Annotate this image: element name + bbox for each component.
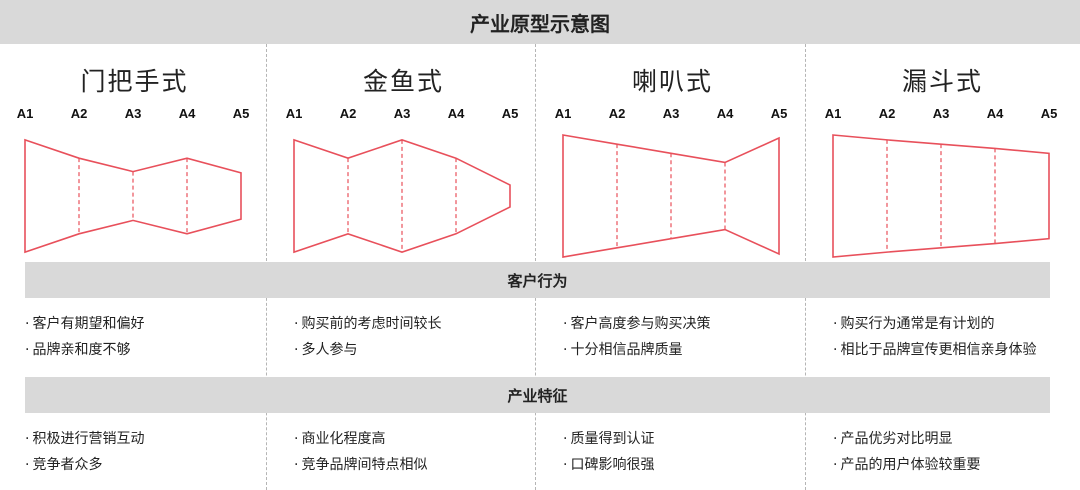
- industry-item: ·商业化程度高: [294, 431, 386, 447]
- column-goldfish: 金鱼式 A1 A2 A3 A4 A5: [269, 44, 538, 490]
- column-funnel: 漏斗式 A1 A2 A3 A4 A5: [808, 44, 1077, 490]
- shape-outline: [24, 138, 242, 254]
- behavior-item: ·多人参与: [294, 342, 358, 358]
- position-label: A3: [663, 106, 680, 121]
- prototype-name: 喇叭式: [631, 67, 713, 96]
- position-label: A3: [125, 106, 142, 121]
- position-label: A4: [717, 106, 734, 121]
- behavior-item: ·相比于品牌宣传更相信亲身体验: [833, 342, 1037, 358]
- behavior-item: ·购买行为通常是有计划的: [833, 316, 995, 332]
- shape-outline: [293, 138, 511, 254]
- industry-item: ·产品优劣对比明显: [833, 431, 953, 447]
- position-label: A1: [17, 106, 34, 121]
- position-label: A2: [340, 106, 357, 121]
- behavior-item: ·十分相信品牌质量: [563, 342, 683, 358]
- behavior-item: ·品牌亲和度不够: [25, 342, 131, 358]
- position-label: A2: [71, 106, 88, 121]
- position-label: A5: [1041, 106, 1058, 121]
- behavior-item: ·客户有期望和偏好: [25, 316, 145, 332]
- industry-item: ·质量得到认证: [563, 431, 655, 447]
- prototype-name: 门把手式: [80, 67, 189, 96]
- position-label: A4: [987, 106, 1004, 121]
- section-industry-features: 产业特征: [25, 377, 1050, 413]
- shape-outline: [562, 134, 780, 258]
- shape-diagram: A1 A2 A3 A4 A5: [555, 106, 788, 258]
- shape-outline: [832, 134, 1050, 258]
- shape-diagram: A1 A2 A3 A4 A5: [825, 106, 1058, 258]
- position-label: A1: [825, 106, 842, 121]
- position-label: A5: [771, 106, 788, 121]
- section-customer-behavior: 客户行为: [25, 262, 1050, 298]
- prototype-name: 漏斗式: [901, 67, 983, 96]
- position-label: A5: [233, 106, 250, 121]
- shape-diagram: A1 A2 A3 A4 A5: [286, 106, 519, 254]
- column-doorknob: 门把手式 A1 A2 A3 A4 A5: [0, 44, 269, 490]
- industry-item: ·竞争品牌间特点相似: [294, 457, 428, 473]
- behavior-item: ·购买前的考虑时间较长: [294, 316, 442, 332]
- position-label: A3: [933, 106, 950, 121]
- position-label: A3: [394, 106, 411, 121]
- shape-diagram: A1 A2 A3 A4 A5: [17, 106, 250, 254]
- behavior-item: ·客户高度参与购买决策: [563, 316, 711, 332]
- position-label: A2: [609, 106, 626, 121]
- position-label: A4: [179, 106, 196, 121]
- diagram-title: 产业原型示意图: [0, 0, 1080, 44]
- position-label: A5: [502, 106, 519, 121]
- position-label: A1: [286, 106, 303, 121]
- position-label: A2: [879, 106, 896, 121]
- industry-item: ·积极进行营销互动: [25, 431, 145, 447]
- industry-item: ·产品的用户体验较重要: [833, 457, 981, 473]
- position-label: A1: [555, 106, 572, 121]
- column-trumpet: 喇叭式 A1 A2 A3 A4 A5: [538, 44, 807, 490]
- prototype-name: 金鱼式: [362, 67, 444, 96]
- position-label: A4: [448, 106, 465, 121]
- industry-item: ·口碑影响很强: [563, 457, 655, 473]
- industry-item: ·竞争者众多: [25, 457, 103, 473]
